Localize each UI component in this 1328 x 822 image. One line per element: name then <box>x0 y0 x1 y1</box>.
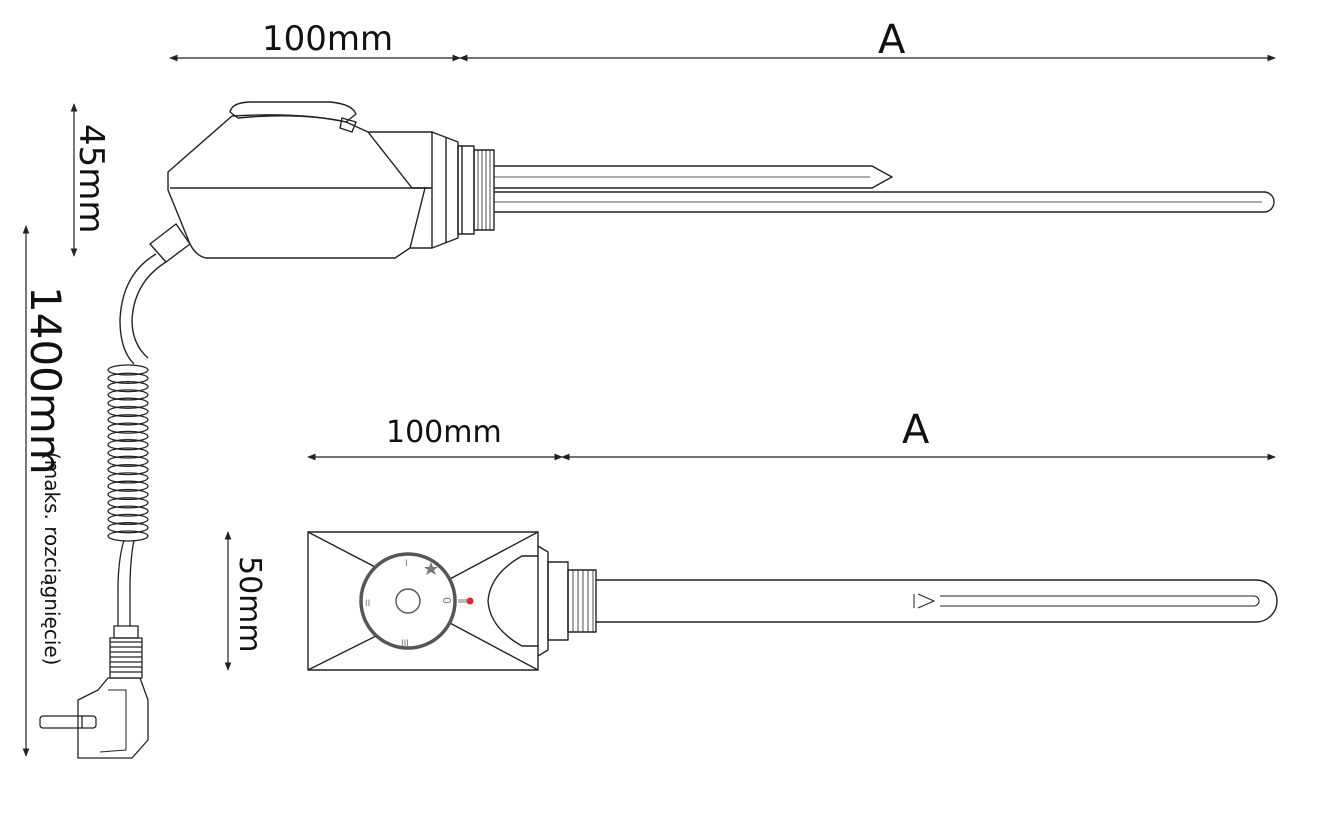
cable-upper <box>119 253 157 365</box>
rod-inner-loop <box>940 595 1260 607</box>
controller-box <box>307 531 539 671</box>
heating-rod-top <box>596 579 1278 623</box>
top-length-label: A <box>878 17 906 63</box>
rod-symbol <box>913 593 935 609</box>
hex-nut-top <box>547 561 569 641</box>
bottom-length-label: A <box>902 407 930 453</box>
coil-loop <box>107 430 149 443</box>
coil-loop <box>107 472 149 484</box>
hex-nut <box>457 145 475 235</box>
frost-star-icon <box>424 562 438 575</box>
cable-note-label: (maks. rozciągnięcie) <box>40 452 64 666</box>
plug-body <box>77 677 149 759</box>
coil-loop <box>107 480 149 492</box>
coil-loop <box>107 522 149 534</box>
coil-loop <box>107 405 149 418</box>
side-switch <box>339 117 357 133</box>
coil-loop <box>107 380 149 393</box>
coil-loop <box>107 414 149 426</box>
collar-top <box>487 555 538 647</box>
dial-mark-2: II <box>365 599 370 609</box>
coil-loop <box>107 422 149 434</box>
dial-mark-3: III <box>401 639 409 649</box>
dial-mark-1: I <box>405 559 408 569</box>
coil-loop <box>107 488 149 501</box>
temperature-probe <box>494 165 893 189</box>
coil-loop <box>107 364 149 376</box>
top-view-heater <box>307 531 1278 671</box>
thread-top <box>567 569 597 633</box>
plug-grip <box>109 637 143 679</box>
side-view-heater <box>119 101 1275 365</box>
coil-loop <box>107 455 149 467</box>
cable-lower <box>117 539 135 626</box>
coil-loop <box>107 447 149 459</box>
bottom-height-label: 50mm <box>232 556 267 653</box>
plug-pin <box>39 715 97 729</box>
indicator-light <box>466 597 474 605</box>
coil-loop <box>107 439 149 451</box>
coil-loop <box>107 530 149 542</box>
coiled-cable <box>107 364 149 542</box>
coil-loop <box>107 505 149 517</box>
plug-assembly <box>39 539 149 759</box>
cable-length-label: 1400mm <box>21 286 70 475</box>
coil-loop <box>107 463 149 476</box>
top-width-label: 100mm <box>262 19 394 59</box>
thread <box>473 149 495 231</box>
collar <box>431 131 459 249</box>
coil-loop <box>107 372 149 384</box>
strain-relief <box>113 625 139 639</box>
temperature-dial: I II III 0 <box>359 552 474 650</box>
dial-mark-0: 0 <box>440 597 453 604</box>
dial-ring <box>359 552 457 650</box>
top-height-label: 45mm <box>71 124 111 234</box>
coil-loop <box>107 397 149 409</box>
knob-cap <box>229 101 357 123</box>
cable-gland <box>149 223 191 263</box>
coil-loop <box>107 389 149 401</box>
bottom-width-label: 100mm <box>386 415 502 450</box>
coil-loop <box>107 513 149 526</box>
controller-housing <box>167 114 433 259</box>
heating-rod <box>494 191 1275 213</box>
coil-loop <box>107 497 149 509</box>
dial-center <box>395 588 421 614</box>
